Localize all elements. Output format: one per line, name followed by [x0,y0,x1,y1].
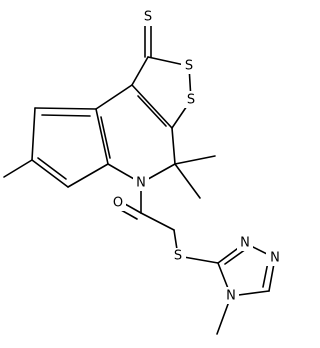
bond-c9a-c9b [95,84,133,110]
bond-benz-1-inner [100,116,111,159]
bond-aryl-methyl [3,159,33,178]
bond-benz-4 [31,107,36,161]
bond-benz-5 [34,107,97,110]
bonds [3,23,276,335]
bond-dithiole-c9b-c1 [131,56,149,86]
atom-triazole-n4: N [226,289,236,304]
atom-thioether-s: S [174,249,182,264]
bond-benz-3 [31,159,69,188]
bond-carbonyl-ch2 [140,212,175,231]
bond-benz-5-inner [41,114,91,117]
atom-carbonyl-o: O [113,196,123,211]
atom-dithiole-s2: S [187,93,195,108]
bond-c9b-c3a [131,84,173,129]
bond-c9b-c3a-inner [137,95,167,127]
atom-dithiole-s1: S [185,59,193,74]
molecule-structure-diagram: S S S N O S N N N [3,9,282,335]
atom-thione-s: S [144,10,152,25]
bond-tz-n1-c5-inner [262,261,269,288]
bond-c4-methyl-a [174,155,216,165]
bond-benz-2 [67,163,109,188]
atom-triazole-n2: N [240,236,250,251]
bond-c3a-c4 [171,127,176,165]
atom-ring-n: N [136,176,146,191]
bond-tz-c3-n2-inner [224,248,247,265]
atom-triazole-n1: N [270,251,280,266]
bond-c4-methyl-b [174,163,201,199]
atom-labels: S S S N O S N N N [110,9,282,304]
bond-benz-3-inner [37,157,67,180]
bond-benz-1 [95,108,109,165]
